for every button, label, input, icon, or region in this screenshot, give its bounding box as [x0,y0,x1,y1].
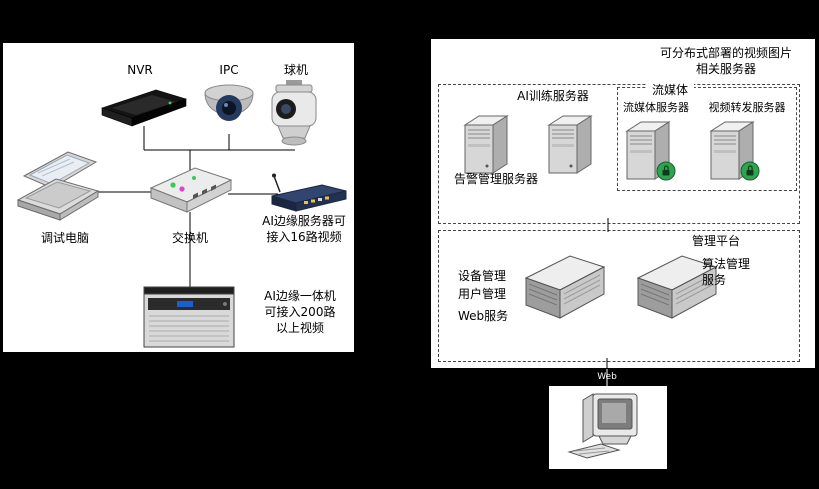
video-forward-server-icon [706,118,760,182]
device-user-mgmt-label: 设备管理 用户管理 [458,269,507,301]
edge-router-icon [268,172,348,214]
ai-training-server-icon [544,112,598,176]
nvr-icon [98,84,190,129]
lock-icon [656,161,676,181]
mgmt-server-icon [520,248,608,326]
ipc-label: IPC [219,63,239,77]
right-panel-title: 可分布式部署的视频图片 相关服务器 [659,46,792,77]
debug-pc-label: 调试电脑 [40,231,89,245]
streaming-server-label: 流媒体服务器 [623,101,689,114]
edge-aio-server-icon [143,286,235,348]
edge-server-label: AI边缘服务器可 接入16路视频 [262,214,346,245]
nvr-label: NVR [127,63,153,77]
laptop-icon [16,146,102,228]
algorithm-server-icon [632,248,720,326]
ai-training-label: AI训练服务器 [517,89,589,103]
web-service-label: Web服务 [458,309,509,323]
streaming-group-label: 流媒体 [646,82,694,99]
mgmt-platform-label: 管理平台 [691,234,740,248]
streaming-server-icon [622,118,676,182]
alarm-server-label: 告警管理服务器 [453,172,538,186]
management-platform-group [438,230,800,362]
ptz-camera-icon [266,80,322,150]
switch-icon [145,160,235,220]
server-cluster-panel [430,38,816,369]
streaming-group [617,87,797,191]
edge-aio-label: AI边缘一体机 可接入200路 以上视频 [264,289,336,336]
alarm-server-icon [460,112,514,176]
web-link-label: Web [597,372,617,382]
client-workstation-icon [567,388,649,468]
video-forward-label: 视频转发服务器 [708,101,786,114]
switch-label: 交换机 [171,231,208,245]
lock-icon [740,161,760,181]
algorithm-service-label: 算法管理 服务 [702,257,751,288]
video-servers-group [438,84,800,224]
ball-camera-label: 球机 [283,63,308,77]
dome-camera-icon [203,82,255,136]
